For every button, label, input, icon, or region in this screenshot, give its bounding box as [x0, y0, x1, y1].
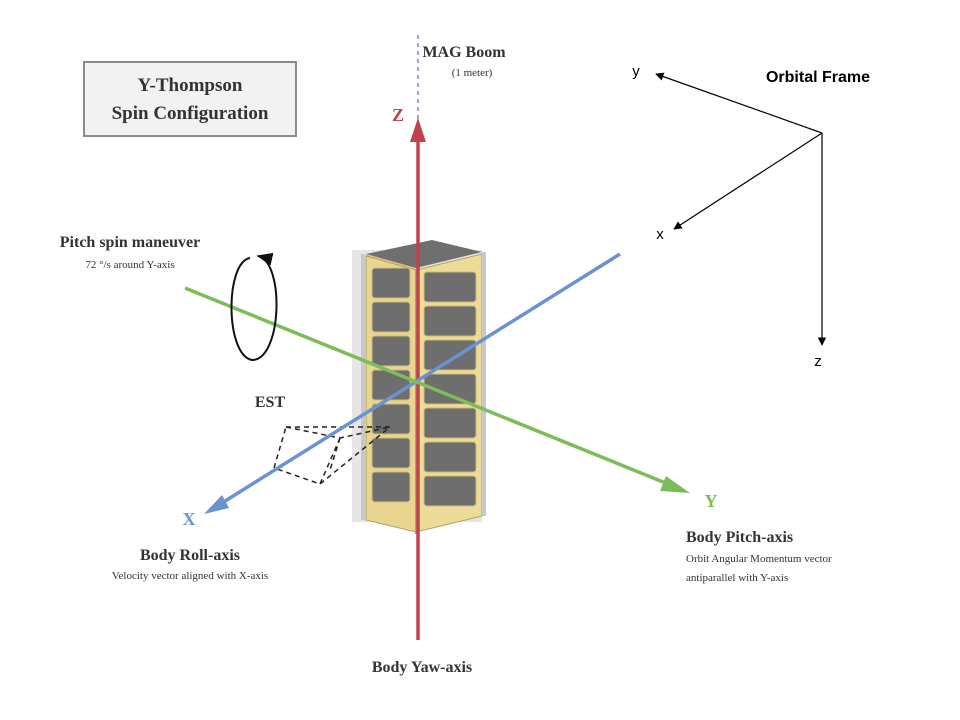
pitch-spin-label: Pitch spin maneuver: [60, 234, 200, 251]
spin-rotation-icon: [230, 252, 278, 362]
orbital-frame-y-label: y: [632, 63, 640, 80]
orbital-frame: [655, 72, 827, 346]
z-axis: [410, 118, 426, 640]
y-axis-name: Body Pitch-axis: [686, 529, 793, 546]
mag-boom-label: MAG Boom: [422, 44, 506, 61]
orbital-frame-z-label: z: [814, 353, 822, 370]
y-axis-description-line-2: antiparallel with Y-axis: [686, 572, 788, 584]
y-axis-description-line-1: Orbit Angular Momentum vector: [686, 553, 832, 565]
mag-boom-sublabel: (1 meter): [452, 67, 493, 79]
y-axis-letter: Y: [705, 491, 718, 511]
x-axis-letter: X: [183, 509, 196, 529]
pitch-spin-sublabel: 72 °/s around Y-axis: [85, 259, 174, 271]
title-line-1: Y-Thompson: [138, 75, 243, 96]
est-sensor-outline: [273, 426, 393, 485]
z-axis-name: Body Yaw-axis: [372, 659, 472, 676]
title-box: Y-Thompson Spin Configuration: [83, 61, 297, 137]
orbital-frame-title: Orbital Frame: [766, 69, 870, 86]
x-axis-name: Body Roll-axis: [140, 547, 240, 564]
z-axis-letter: Z: [392, 105, 404, 125]
x-axis-description: Velocity vector aligned with X-axis: [112, 570, 268, 582]
orbital-frame-x-label: x: [656, 226, 664, 243]
title-line-2: Spin Configuration: [112, 103, 269, 124]
est-label: EST: [255, 394, 286, 411]
y-axis: [184, 286, 690, 493]
x-axis: [204, 252, 621, 514]
